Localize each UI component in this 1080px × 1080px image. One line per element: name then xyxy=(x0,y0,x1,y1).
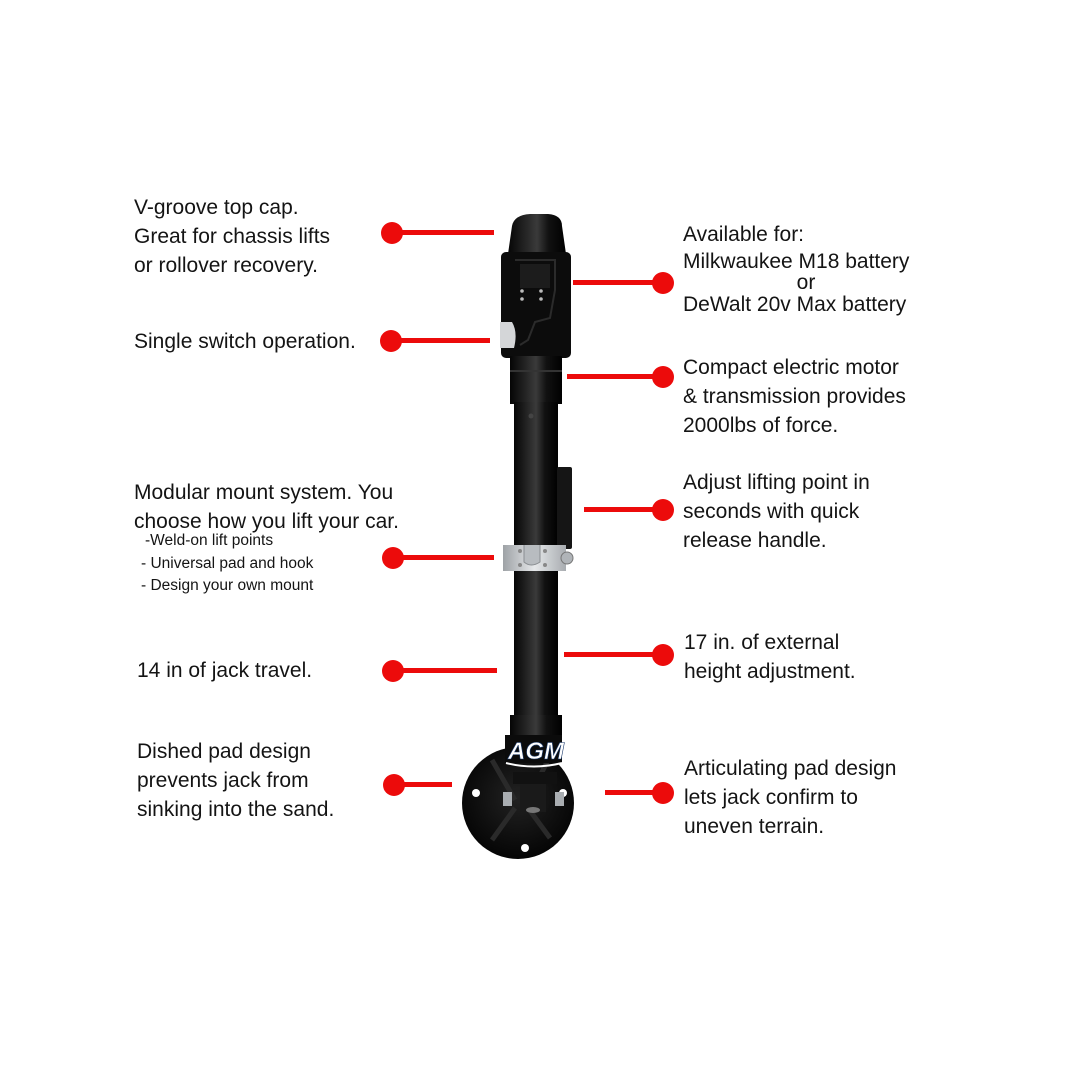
callout-leader-articulating-pad xyxy=(605,790,663,795)
callout-text-dished-pad: Dished pad design prevents jack from sin… xyxy=(137,737,334,824)
callout-line-text: 14 in of jack travel. xyxy=(137,659,313,682)
callout-line-text: 2000lbs of force. xyxy=(683,414,839,437)
callout-line-text: Compact electric motor xyxy=(683,356,899,379)
callout-leader-jack-travel xyxy=(393,668,497,673)
callout-text-single-switch: Single switch operation. xyxy=(134,327,356,356)
callout-line-text: choose how you lift your car. xyxy=(134,510,399,533)
callout-leader-single-switch xyxy=(391,338,490,343)
logo-text: AGM xyxy=(507,738,565,765)
callout-leader-motor xyxy=(567,374,663,379)
callout-leader-modular-mount xyxy=(393,555,494,560)
callout-line-text: Great for chassis lifts xyxy=(134,225,331,248)
callout-line-text: lets jack confirm to xyxy=(684,786,858,809)
callout-text-height-adjust: 17 in. of external height adjustment. xyxy=(684,628,856,686)
callout-line-text: prevents jack from xyxy=(137,769,309,792)
callout-leader-v-groove xyxy=(392,230,494,235)
callout-line-text: & transmission provides xyxy=(683,385,906,408)
callout-sub-item: -Weld-on lift points xyxy=(145,532,274,549)
callout-line-text: Milkwaukee M18 battery xyxy=(683,250,910,273)
callout-line-text: 17 in. of external xyxy=(684,631,840,654)
callout-sublist-modular-mount: -Weld-on lift points - Universal pad and… xyxy=(141,530,313,598)
callout-dot-quick-release xyxy=(652,499,674,521)
callout-dot-battery xyxy=(652,272,674,294)
callout-dot-articulating-pad xyxy=(652,782,674,804)
callout-text-jack-travel: 14 in of jack travel. xyxy=(137,656,312,685)
callout-text-modular-mount: Modular mount system. You choose how you… xyxy=(134,478,399,536)
callout-leader-height-adjust xyxy=(564,652,663,657)
callout-leader-battery xyxy=(573,280,663,285)
callout-text-quick-release: Adjust lifting point in seconds with qui… xyxy=(683,468,870,555)
callout-line-text: Available for: xyxy=(683,223,805,246)
callout-text-motor: Compact electric motor & transmission pr… xyxy=(683,353,906,440)
callout-line-text: Single switch operation. xyxy=(134,330,356,353)
callout-leader-quick-release xyxy=(584,507,663,512)
callout-line-text: Modular mount system. You xyxy=(134,481,394,504)
callout-line-text: Adjust lifting point in xyxy=(683,471,870,494)
callout-sub-item: - Universal pad and hook xyxy=(141,554,314,572)
callout-line-text: release handle. xyxy=(683,529,827,552)
callout-dot-motor xyxy=(652,366,674,388)
callout-sub-item: - Design your own mount xyxy=(141,577,314,594)
callout-dot-height-adjust xyxy=(652,644,674,666)
callout-line-text: or xyxy=(796,271,816,294)
callout-line-text: uneven terrain. xyxy=(684,815,825,838)
callout-line-text: height adjustment. xyxy=(684,660,856,683)
callout-text-articulating-pad: Articulating pad design lets jack confir… xyxy=(684,754,896,841)
callout-line-text: V-groove top cap. xyxy=(134,196,299,219)
callout-leader-dished-pad xyxy=(394,782,452,787)
callout-line-text: sinking into the sand. xyxy=(137,798,335,821)
callout-text-v-groove-top-cap: V-groove top cap. Great for chassis lift… xyxy=(134,193,330,280)
callout-line-text: DeWalt 20v Max battery xyxy=(683,293,907,316)
callout-line-text: or rollover recovery. xyxy=(134,254,318,277)
callout-line-text: seconds with quick xyxy=(683,500,860,523)
callout-line-text: Dished pad design xyxy=(137,740,311,763)
callout-line-text: Articulating pad design xyxy=(684,757,897,780)
callout-text-battery: Available for: Milkwaukee M18 battery or… xyxy=(683,220,929,319)
